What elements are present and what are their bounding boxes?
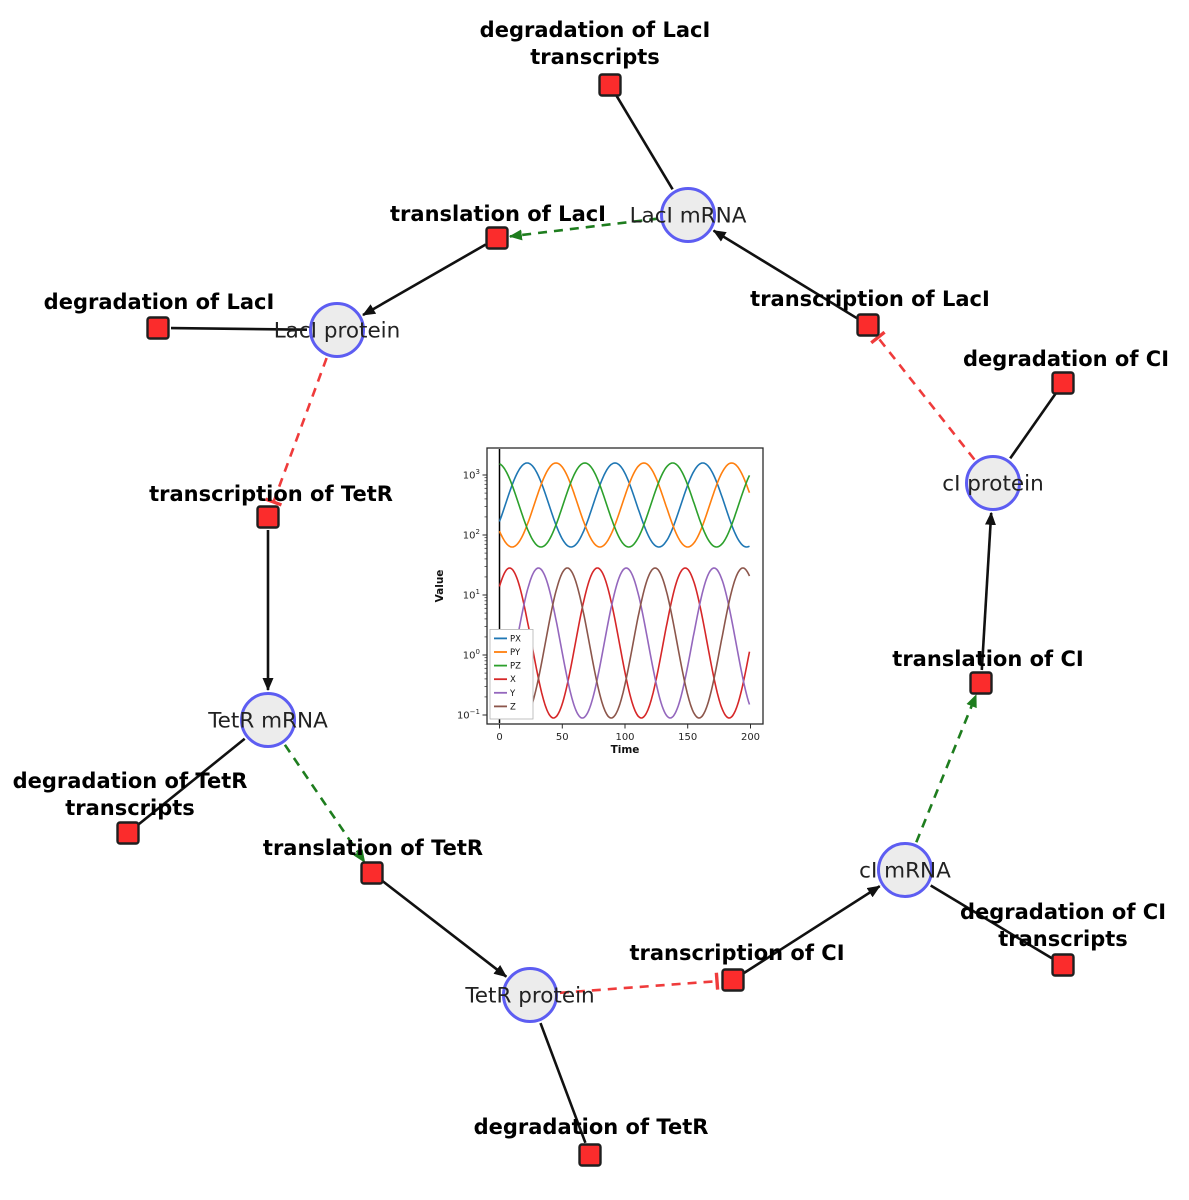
reaction-label-deg-laci: degradation of LacI xyxy=(44,290,275,314)
reaction-label-translation-tetr: translation of TetR xyxy=(263,836,483,860)
edge-ci-protein--deg-ci xyxy=(1009,392,1057,460)
legend-label-Y: Y xyxy=(509,689,516,699)
edge-tetr-mrna--translation-tetr xyxy=(283,744,366,864)
species-label-ci-protein: cI protein xyxy=(942,472,1043,497)
species-label-ci-mrna: cI mRNA xyxy=(859,859,951,884)
reaction-node-translation-tetr xyxy=(360,861,384,885)
reaction-label-transcription-ci: transcription of CI xyxy=(629,941,844,965)
species-label-tetr-mrna: TetR mRNA xyxy=(207,709,328,734)
reaction-label-deg-ci-transcripts-line1: degradation of CI xyxy=(960,900,1166,924)
x-tick-label: 0 xyxy=(496,732,502,743)
reaction-label-deg-ci: degradation of CI xyxy=(963,347,1169,371)
edge-tetr-protein--transcription-ci xyxy=(559,972,720,995)
legend-label-PY: PY xyxy=(510,648,521,658)
edge-ci-protein--transcription-laci xyxy=(870,330,976,461)
legend-label-Z: Z xyxy=(510,702,516,712)
edge-laci-mrna--deg-laci-transcripts xyxy=(615,95,674,190)
species-node-ci-mrna xyxy=(877,842,933,898)
species-label-laci-mrna: LacI mRNA xyxy=(630,204,747,229)
reaction-label-transcription-tetr: transcription of TetR xyxy=(149,482,393,506)
species-node-tetr-protein xyxy=(502,967,558,1023)
edge-translation-laci--laci-protein xyxy=(362,243,487,317)
reaction-label-deg-tetr: degradation of TetR xyxy=(474,1115,709,1139)
edge-transcription-ci--ci-mrna xyxy=(743,885,881,975)
reaction-node-deg-laci xyxy=(146,316,170,340)
edge-ci-mrna--translation-ci xyxy=(915,694,978,843)
legend-label-PZ: PZ xyxy=(510,662,521,672)
reaction-node-deg-tetr-transcripts xyxy=(116,821,140,845)
series-Y xyxy=(498,567,751,719)
chart-frame xyxy=(486,447,764,725)
reaction-node-deg-ci-transcripts xyxy=(1051,953,1075,977)
reaction-node-translation-ci xyxy=(969,671,993,695)
edge-translation-ci--ci-protein xyxy=(980,511,996,671)
reaction-label-deg-tetr-transcripts-line1: degradation of TetR xyxy=(13,769,248,793)
edge-transcription-laci--laci-mrna xyxy=(712,229,858,320)
reaction-label-deg-laci-transcripts-line1: degradation of LacI xyxy=(480,18,711,42)
legend-label-PX: PX xyxy=(510,634,521,644)
edge-ci-mrna--deg-ci-transcripts xyxy=(930,884,1053,960)
edge-laci-protein--deg-laci xyxy=(170,326,308,331)
chart-legend xyxy=(489,629,534,720)
reaction-label-deg-ci-transcripts-line2: transcripts xyxy=(998,927,1128,951)
y-tick-label: 10−1 xyxy=(457,708,480,722)
x-axis-label: Time xyxy=(611,744,640,756)
species-label-tetr-protein: TetR protein xyxy=(464,984,594,1009)
species-node-ci-protein xyxy=(965,455,1021,511)
series-PY xyxy=(498,462,751,548)
reaction-node-transcription-ci xyxy=(721,968,745,992)
edge-laci-protein--transcription-tetr xyxy=(264,357,328,507)
y-tick-label: 102 xyxy=(463,528,480,542)
edge-translation-tetr--tetr-protein xyxy=(381,879,508,978)
edge-tetr-protein--deg-tetr xyxy=(539,1022,587,1144)
y-tick-label: 101 xyxy=(463,588,480,602)
reaction-label-translation-laci: translation of LacI xyxy=(390,202,606,226)
species-node-tetr-mrna xyxy=(240,692,296,748)
reaction-label-transcription-laci: transcription of LacI xyxy=(750,287,990,311)
reaction-label-translation-ci: translation of CI xyxy=(892,647,1083,671)
x-tick-label: 50 xyxy=(556,732,569,743)
reaction-node-transcription-tetr xyxy=(256,505,280,529)
nodes-layer xyxy=(116,73,1075,1167)
edges-layer xyxy=(137,95,1057,1144)
reaction-node-deg-laci-transcripts xyxy=(598,73,622,97)
x-tick-label: 200 xyxy=(741,732,760,743)
reaction-label-deg-laci-transcripts-line2: transcripts xyxy=(530,45,660,69)
legend-label-X: X xyxy=(510,675,516,685)
series-X xyxy=(498,567,751,719)
edge-tetr-mrna--deg-tetr-transcripts xyxy=(137,737,246,826)
y-tick-label: 103 xyxy=(463,468,480,482)
y-axis-label: Value xyxy=(434,570,446,603)
reaction-label-deg-tetr-transcripts-line2: transcripts xyxy=(65,796,195,820)
reaction-node-deg-ci xyxy=(1051,371,1075,395)
species-label-laci-protein: LacI protein xyxy=(274,319,401,344)
edge-laci-mrna--translation-laci xyxy=(508,217,659,241)
reaction-node-transcription-laci xyxy=(856,313,880,337)
series-Z xyxy=(498,567,751,719)
series-PZ xyxy=(499,462,751,548)
reaction-node-translation-laci xyxy=(485,226,509,250)
x-tick-label: 100 xyxy=(615,732,634,743)
reaction-node-deg-tetr xyxy=(578,1143,602,1167)
x-tick-label: 150 xyxy=(678,732,697,743)
species-node-laci-protein xyxy=(309,302,365,358)
inset-chart: 10−1 100 101 102 103 0 50 100 150 200 PX PY PZ XYZ Tim… xyxy=(434,447,764,756)
species-node-laci-mrna xyxy=(660,187,716,243)
y-tick-label: 100 xyxy=(463,648,480,662)
